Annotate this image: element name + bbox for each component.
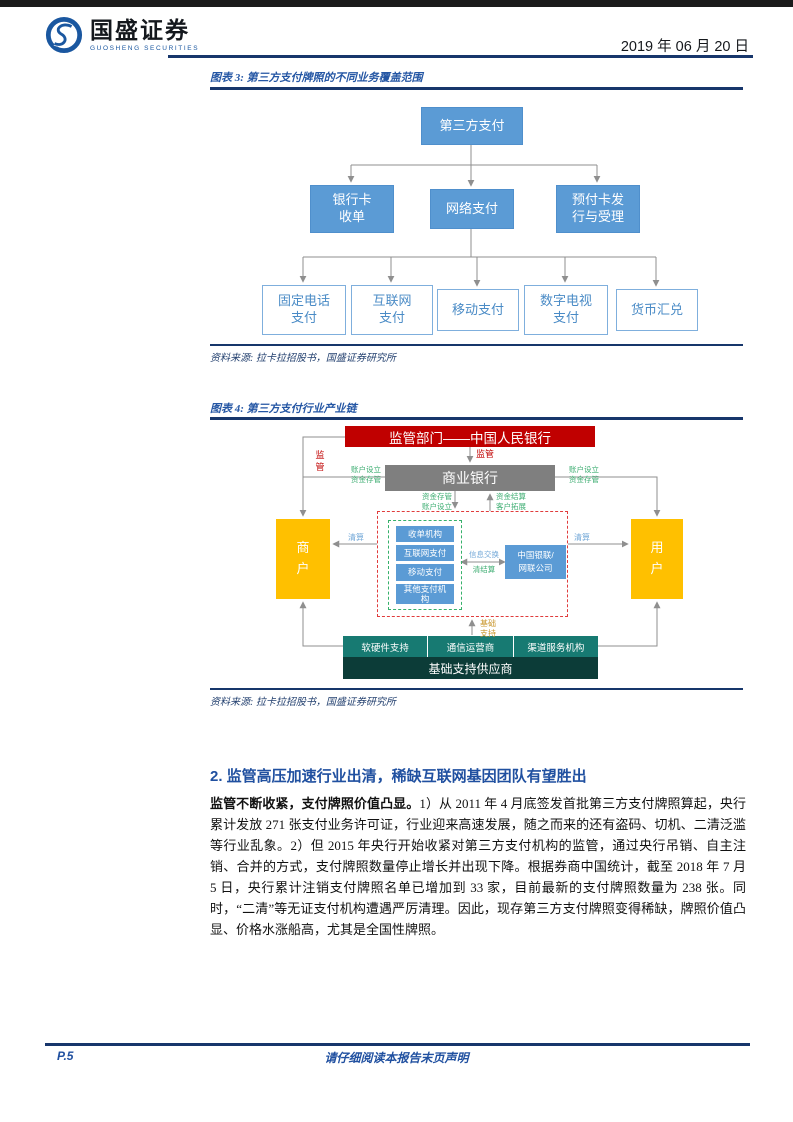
guosheng-logo-icon — [45, 16, 83, 54]
figure3-top-rule — [210, 87, 743, 90]
paragraph-lead: 监管不断收紧，支付牌照价值凸显。 — [210, 796, 420, 811]
node-mobile-payment: 移动支付 — [437, 289, 519, 331]
label-settle-up: 资金结算 客户拓展 — [496, 492, 526, 511]
brand-name-en: GUOSHENG SECURITIES — [90, 44, 200, 52]
node-internet-payment: 互联网 支付 — [351, 285, 433, 335]
node-telecom-operator: 通信运营商 — [427, 636, 513, 657]
figure4-source: 资料来源: 拉卡拉招股书，国盛证券研究所 — [210, 697, 396, 708]
node-user: 用 户 — [631, 519, 683, 599]
node-online-payment: 网络支付 — [430, 189, 514, 229]
figure4-diagram: 监管部门——中国人民银行 商业银行 商 户 用 户 收单机构 互联网支付 移动支… — [210, 424, 742, 686]
node-unionpay-netsunion: 中国银联/ 网联公司 — [505, 545, 566, 579]
footer-disclaimer: 请仔细阅读本报告末页声明 — [324, 1051, 469, 1065]
node-channel-service-org: 渠道服务机构 — [512, 636, 598, 657]
footer-divider — [45, 1043, 750, 1046]
figure3-title: 图表 3: 第三方支付牌照的不同业务覆盖范围 — [210, 72, 423, 84]
node-commercial-bank: 商业银行 — [385, 465, 555, 491]
header-divider — [168, 55, 753, 58]
node-infra-supplier: 基础支持供应商 — [343, 657, 598, 679]
label-supervise-left: 监 管 — [315, 450, 325, 472]
node-hardware-software-support: 软硬件支持 — [343, 636, 428, 657]
node-merchant: 商 户 — [276, 519, 330, 599]
report-date: 2019 年 06 月 20 日 — [620, 39, 749, 55]
label-clearing-right: 清算 — [574, 533, 590, 542]
node-other-payment-org: 其他支付机 构 — [396, 583, 454, 604]
brand-logo: 国盛证券 GUOSHENG SECURITIES — [45, 16, 199, 54]
figure3-source: 资料来源: 拉卡拉招股书，国盛证券研究所 — [210, 353, 396, 364]
infra-providers-row: 软硬件支持 通信运营商 渠道服务机构 — [343, 636, 598, 657]
label-clear-settle: 清结算 — [472, 565, 496, 574]
top-black-bar — [0, 0, 793, 7]
node-prepaid-card: 预付卡发 行与受理 — [556, 185, 640, 233]
payment-institutions-group — [377, 511, 568, 617]
figure4-title: 图表 4: 第三方支付行业产业链 — [210, 403, 357, 415]
node-currency-exchange: 货币汇兑 — [616, 289, 698, 331]
node-regulator-pboc: 监管部门——中国人民银行 — [345, 426, 595, 447]
label-supervise-center: 监管 — [476, 449, 495, 459]
brand-text: 国盛证券 GUOSHENG SECURITIES — [90, 16, 200, 52]
figure3-diagram: 第三方支付 银行卡 收单 网络支付 预付卡发 行与受理 固定电话 支付 互联网 … — [210, 93, 742, 343]
node-mobile-payment-org: 移动支付 — [396, 564, 454, 581]
label-clearing-left: 清算 — [348, 533, 364, 542]
label-info-exchange: 信息交换 — [469, 550, 499, 559]
brand-name-cn: 国盛证券 — [90, 16, 190, 43]
figure4-bottom-rule — [210, 688, 743, 690]
section-heading: 2. 监管高压加速行业出清，稀缺互联网基因团队有望胜出 — [210, 768, 587, 785]
licensed-payment-orgs-group: 收单机构 互联网支付 移动支付 其他支付机 构 — [388, 520, 462, 610]
node-fixed-phone-payment: 固定电话 支付 — [262, 285, 346, 335]
paragraph-body: 1）从 2011 年 4 月底签发首批第三方支付牌照算起，央行累计发放 271 … — [210, 796, 746, 938]
figure4-top-rule — [210, 417, 743, 420]
node-third-party-payment: 第三方支付 — [421, 107, 523, 145]
node-internet-payment-org: 互联网支付 — [396, 545, 454, 562]
figure3-bottom-rule — [210, 344, 743, 346]
label-account-right: 账户设立 资金存管 — [569, 465, 599, 484]
node-bankcard-acquiring: 银行卡 收单 — [310, 185, 394, 233]
figure3-connectors — [299, 143, 660, 287]
body-paragraph: 监管不断收紧，支付牌照价值凸显。1）从 2011 年 4 月底签发首批第三方支付… — [210, 793, 746, 940]
label-account-left: 账户设立 资金存管 — [351, 465, 381, 484]
node-acquiring-org: 收单机构 — [396, 526, 454, 543]
page-number: P.5 — [57, 1049, 74, 1063]
figure4-connectors — [299, 436, 661, 647]
node-digital-tv-payment: 数字电视 支付 — [524, 285, 608, 335]
label-deposit-down: 资金存管 账户设立 — [422, 492, 452, 511]
label-infra-support: 基础 支持 — [480, 619, 496, 639]
